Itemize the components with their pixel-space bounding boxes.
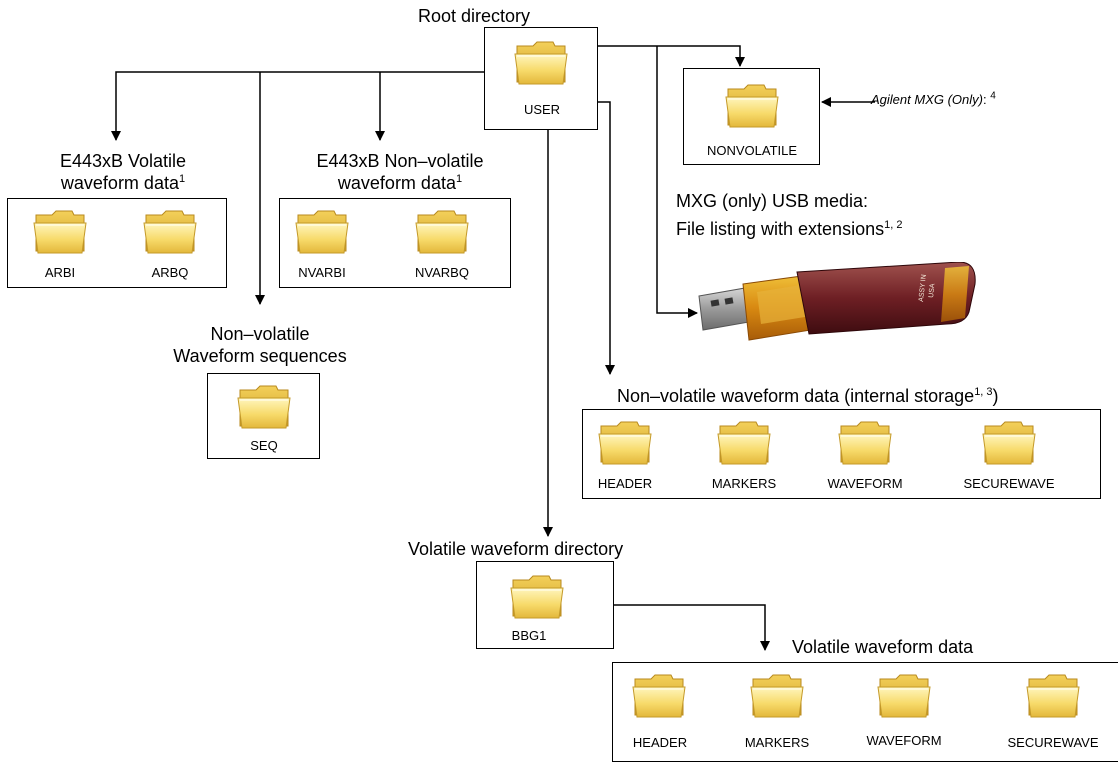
connector-to-e443-volatile <box>111 71 484 141</box>
e443-volatile-title-line1: E443xB Volatile <box>59 151 187 171</box>
volatile-dir-box[interactable]: BBG1 <box>476 561 614 649</box>
sequences-title-line1: Non–volatile <box>210 324 310 344</box>
root-title: Root directory <box>418 6 531 26</box>
folder-icon <box>513 40 569 86</box>
folder-label: HEADER <box>632 735 688 750</box>
volatile-data-title: Volatile waveform data <box>792 637 974 657</box>
e443-nonvolatile-title-line2: waveform data1 <box>337 173 463 193</box>
folder-label: SECUREWAVE <box>1007 735 1099 750</box>
folder-icon <box>414 209 470 255</box>
folder-label: SECUREWAVE <box>963 476 1055 491</box>
folder-label: SEQ <box>250 438 278 453</box>
folder-label: HEADER <box>597 476 653 491</box>
folder-icon <box>509 574 565 620</box>
folder-label: WAVEFORM <box>827 476 903 491</box>
usb-stick-label-1: ASSY IN <box>918 274 928 302</box>
usb-stick-icon: ASSY IN USA <box>698 262 976 341</box>
folder-icon <box>631 673 687 719</box>
folder-label: ARBQ <box>151 265 189 280</box>
volatile-data-box: HEADER MARKERS WAVEFORM SECUREWAVE <box>612 662 1118 762</box>
folder-label: NONVOLATILE <box>706 143 798 158</box>
folder-icon <box>294 209 350 255</box>
folder-label: USER <box>523 102 561 117</box>
folder-label: NVARBQ <box>415 265 469 280</box>
usb-title-line1: MXG (only) USB media: <box>676 191 869 211</box>
sequences-title-line2: Waveform sequences <box>173 346 347 366</box>
folder-label: NVARBI <box>298 265 346 280</box>
mxg-only-note: Agilent MXG (Only): 4 <box>871 90 996 107</box>
folder-icon <box>837 420 893 466</box>
usb-stick-label-2: USA <box>928 283 937 298</box>
folder-icon <box>32 209 88 255</box>
e443-volatile-box: ARBI ARBQ <box>7 198 227 288</box>
folder-label: MARKERS <box>744 735 810 750</box>
folder-icon <box>876 673 932 719</box>
nonvolatile-folder-box[interactable]: NONVOLATILE <box>683 68 820 165</box>
root-folder-box[interactable]: USER <box>484 27 598 130</box>
folder-icon <box>981 420 1037 466</box>
connector-to-nonvolatile <box>598 45 745 67</box>
connector-to-usb <box>656 46 698 318</box>
sequences-box: SEQ <box>207 373 320 459</box>
usb-title-line2: File listing with extensions1, 2 <box>676 219 903 239</box>
folder-icon <box>236 384 292 430</box>
folder-label: BBG1 <box>511 628 547 643</box>
folder-icon <box>142 209 198 255</box>
folder-label: WAVEFORM <box>866 733 942 748</box>
folder-icon <box>716 420 772 466</box>
folder-icon <box>749 673 805 719</box>
connector-to-internal <box>598 101 615 375</box>
internal-storage-box: HEADER MARKERS WAVEFORM SECUREWAVE <box>582 409 1101 499</box>
folder-icon <box>597 420 653 466</box>
e443-volatile-title-line2: waveform data1 <box>60 173 186 193</box>
connector-to-volatile-data <box>614 604 770 651</box>
folder-icon <box>1025 673 1081 719</box>
folder-icon <box>724 83 780 129</box>
e443-nonvolatile-box: NVARBI NVARBQ <box>279 198 511 288</box>
volatile-dir-title: Volatile waveform directory <box>408 539 624 559</box>
folder-label: MARKERS <box>711 476 777 491</box>
internal-title: Non–volatile waveform data (internal sto… <box>617 386 999 406</box>
folder-label: ARBI <box>44 265 76 280</box>
e443-nonvolatile-title-line1: E443xB Non–volatile <box>316 151 484 171</box>
